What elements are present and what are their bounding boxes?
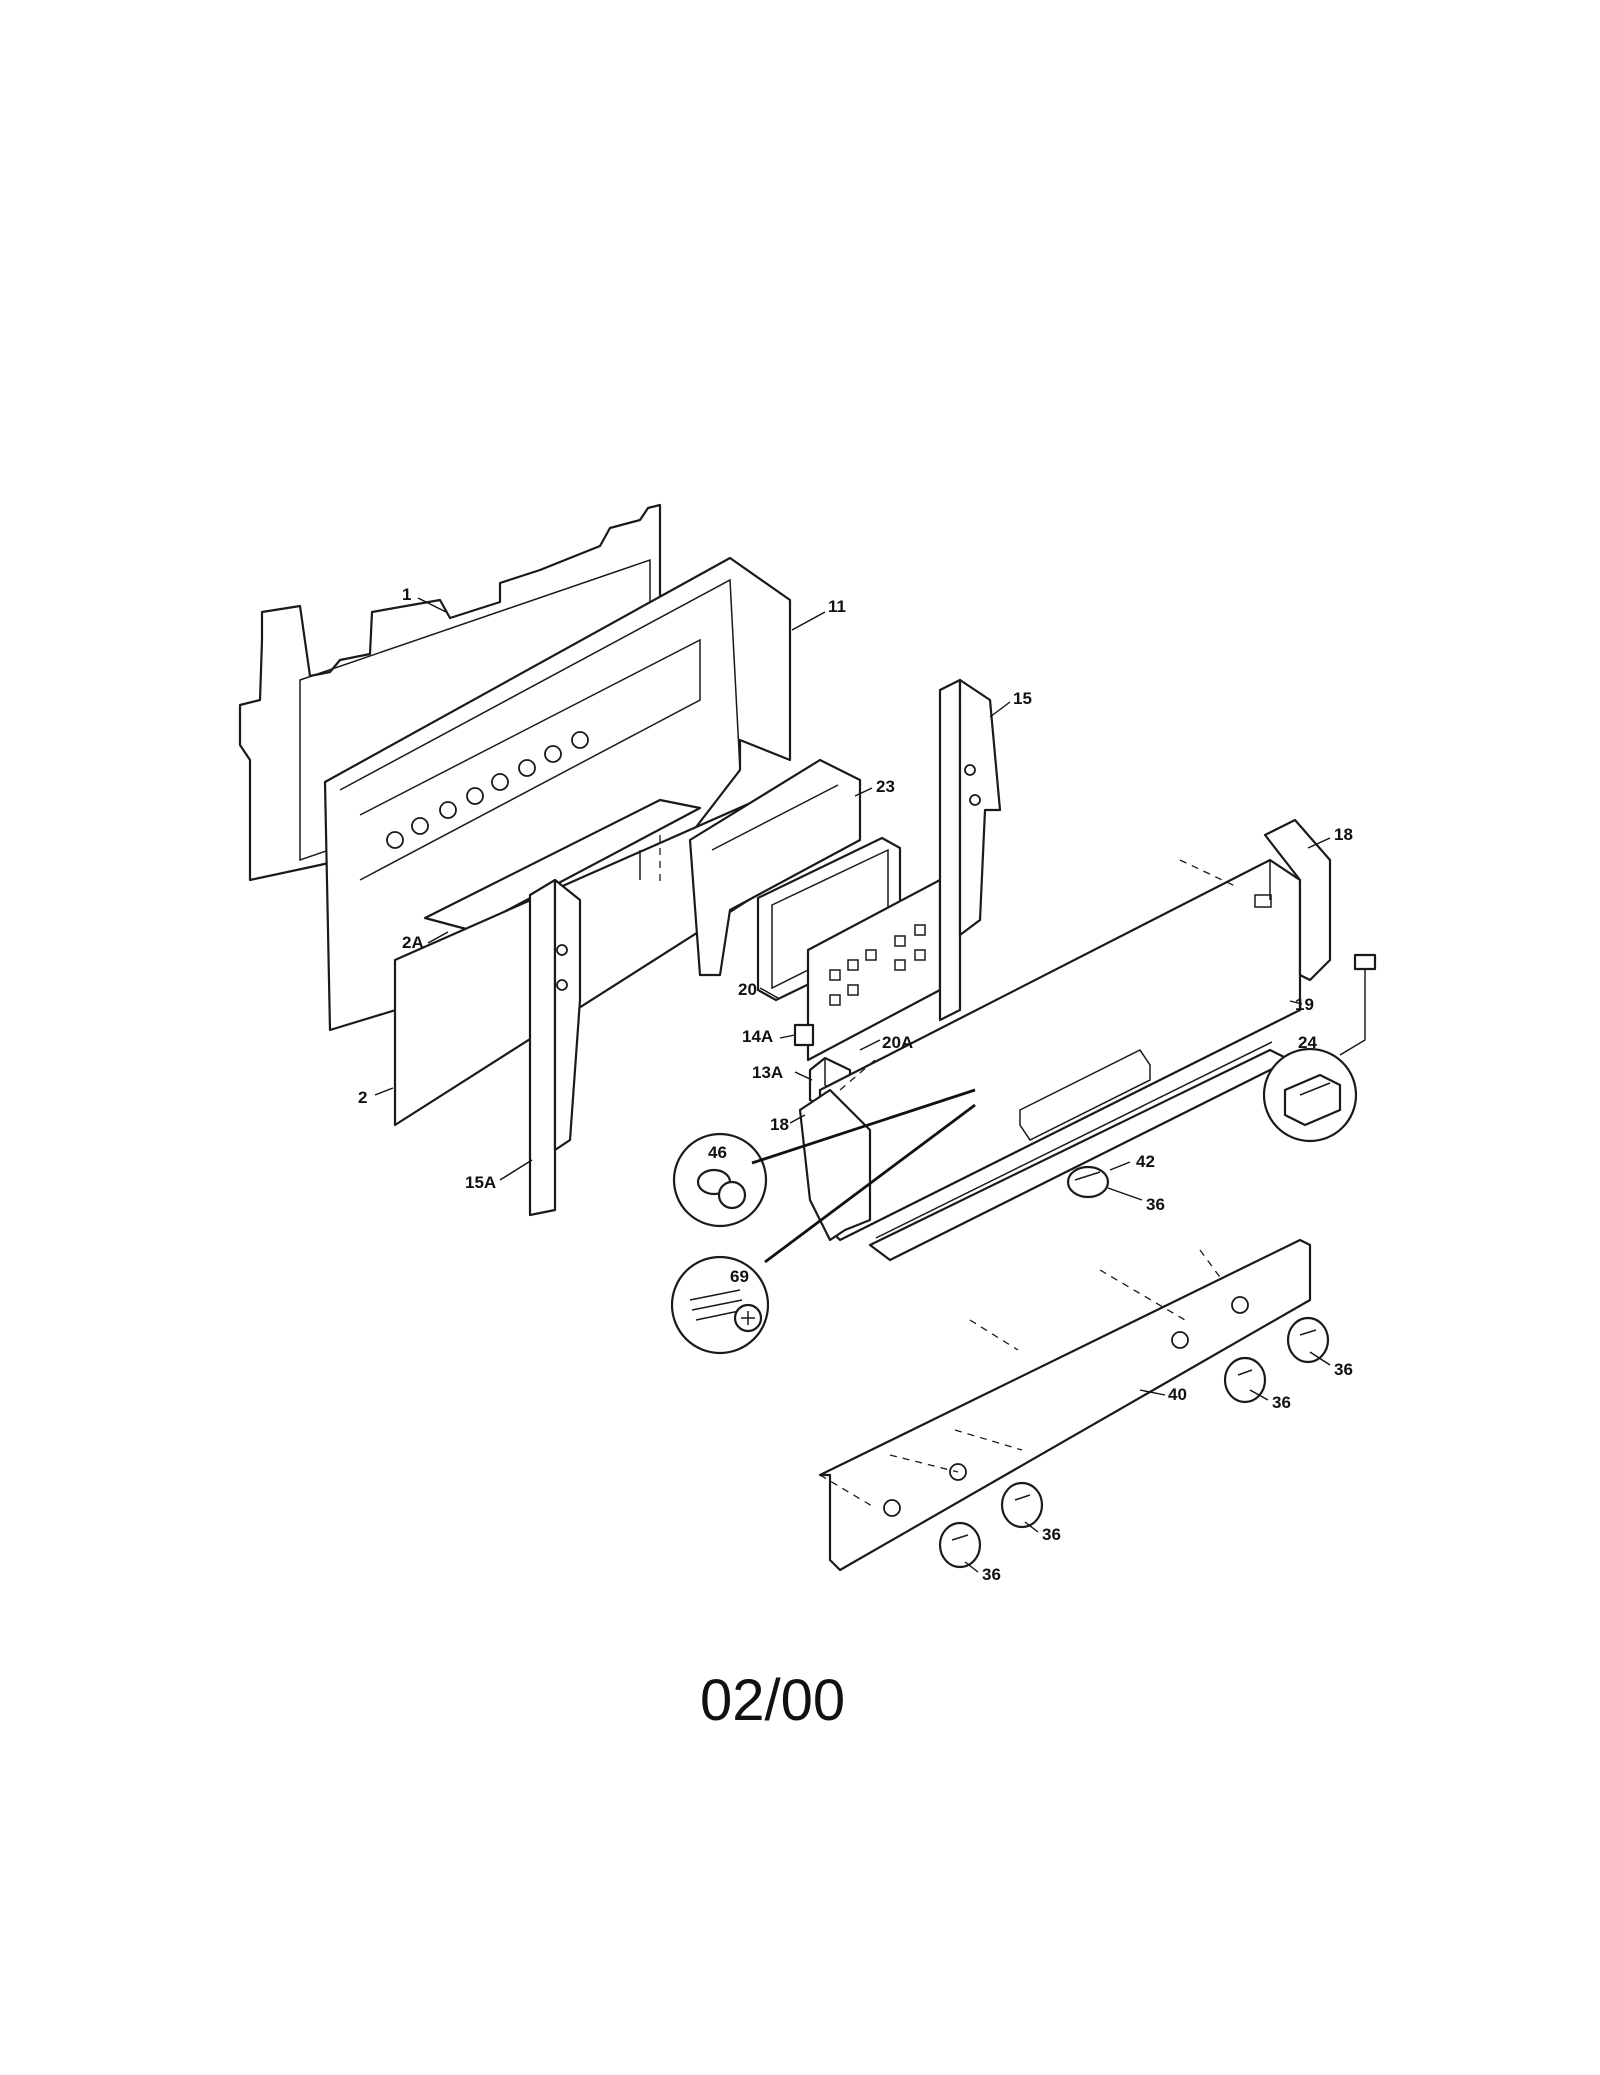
callout-42: 42 — [1136, 1152, 1155, 1171]
callout-labels: 1 11 15 23 18 2A 20 20A 14A 13A 19 24 2 … — [358, 585, 1353, 1584]
knob-part-36-c — [1000, 1481, 1044, 1529]
callout-20A: 20A — [882, 1033, 913, 1052]
callout-20: 20 — [738, 980, 757, 999]
knob-panel-part-40 — [818, 1238, 1312, 1572]
callout-14A: 14A — [742, 1027, 773, 1046]
callout-18-top: 18 — [1334, 825, 1353, 844]
revision-date: 02/00 — [700, 1668, 845, 1733]
display-housing-part-23 — [688, 758, 862, 977]
end-cap-right-part-18 — [1263, 818, 1332, 982]
side-bracket-part-15 — [938, 678, 1002, 1022]
callout-36-left-low: 36 — [982, 1565, 1001, 1584]
callout-2: 2 — [358, 1088, 367, 1107]
callout-15: 15 — [1013, 689, 1032, 708]
screw-detail-part-69 — [670, 1255, 770, 1355]
strip-part-2A — [423, 798, 702, 932]
side-bracket-part-15A — [528, 878, 582, 1217]
leader-lines — [374, 597, 1331, 1573]
alignment-lines — [659, 835, 1236, 1507]
callout-13A: 13A — [752, 1063, 783, 1082]
knob-part-36-b — [1223, 1356, 1267, 1404]
callout-19: 19 — [1295, 995, 1314, 1014]
switch-part-14A — [793, 1023, 815, 1047]
callout-24: 24 — [1298, 1033, 1317, 1052]
callout-15A: 15A — [465, 1173, 496, 1192]
callout-40: 40 — [1168, 1385, 1187, 1404]
callout-2A: 2A — [402, 933, 424, 952]
rocker-switch-detail-part-24 — [1262, 953, 1377, 1143]
callout-36-center: 36 — [1146, 1195, 1165, 1214]
plug-button-detail-part-46 — [672, 1132, 768, 1228]
callout-1: 1 — [402, 585, 411, 604]
knob-part-36-a — [1286, 1316, 1330, 1364]
callout-36-right-low: 36 — [1272, 1393, 1291, 1412]
callout-36-left-top: 36 — [1042, 1525, 1061, 1544]
callout-36-right-top: 36 — [1334, 1360, 1353, 1379]
callout-46: 46 — [708, 1143, 727, 1162]
callout-18-left: 18 — [770, 1115, 789, 1134]
knob-part-36-d — [938, 1521, 982, 1569]
callout-23: 23 — [876, 777, 895, 796]
knob-part-36-center — [1066, 1165, 1110, 1199]
callout-69: 69 — [730, 1267, 749, 1286]
callout-11: 11 — [828, 597, 846, 616]
end-cap-left-part-18 — [798, 1088, 872, 1242]
